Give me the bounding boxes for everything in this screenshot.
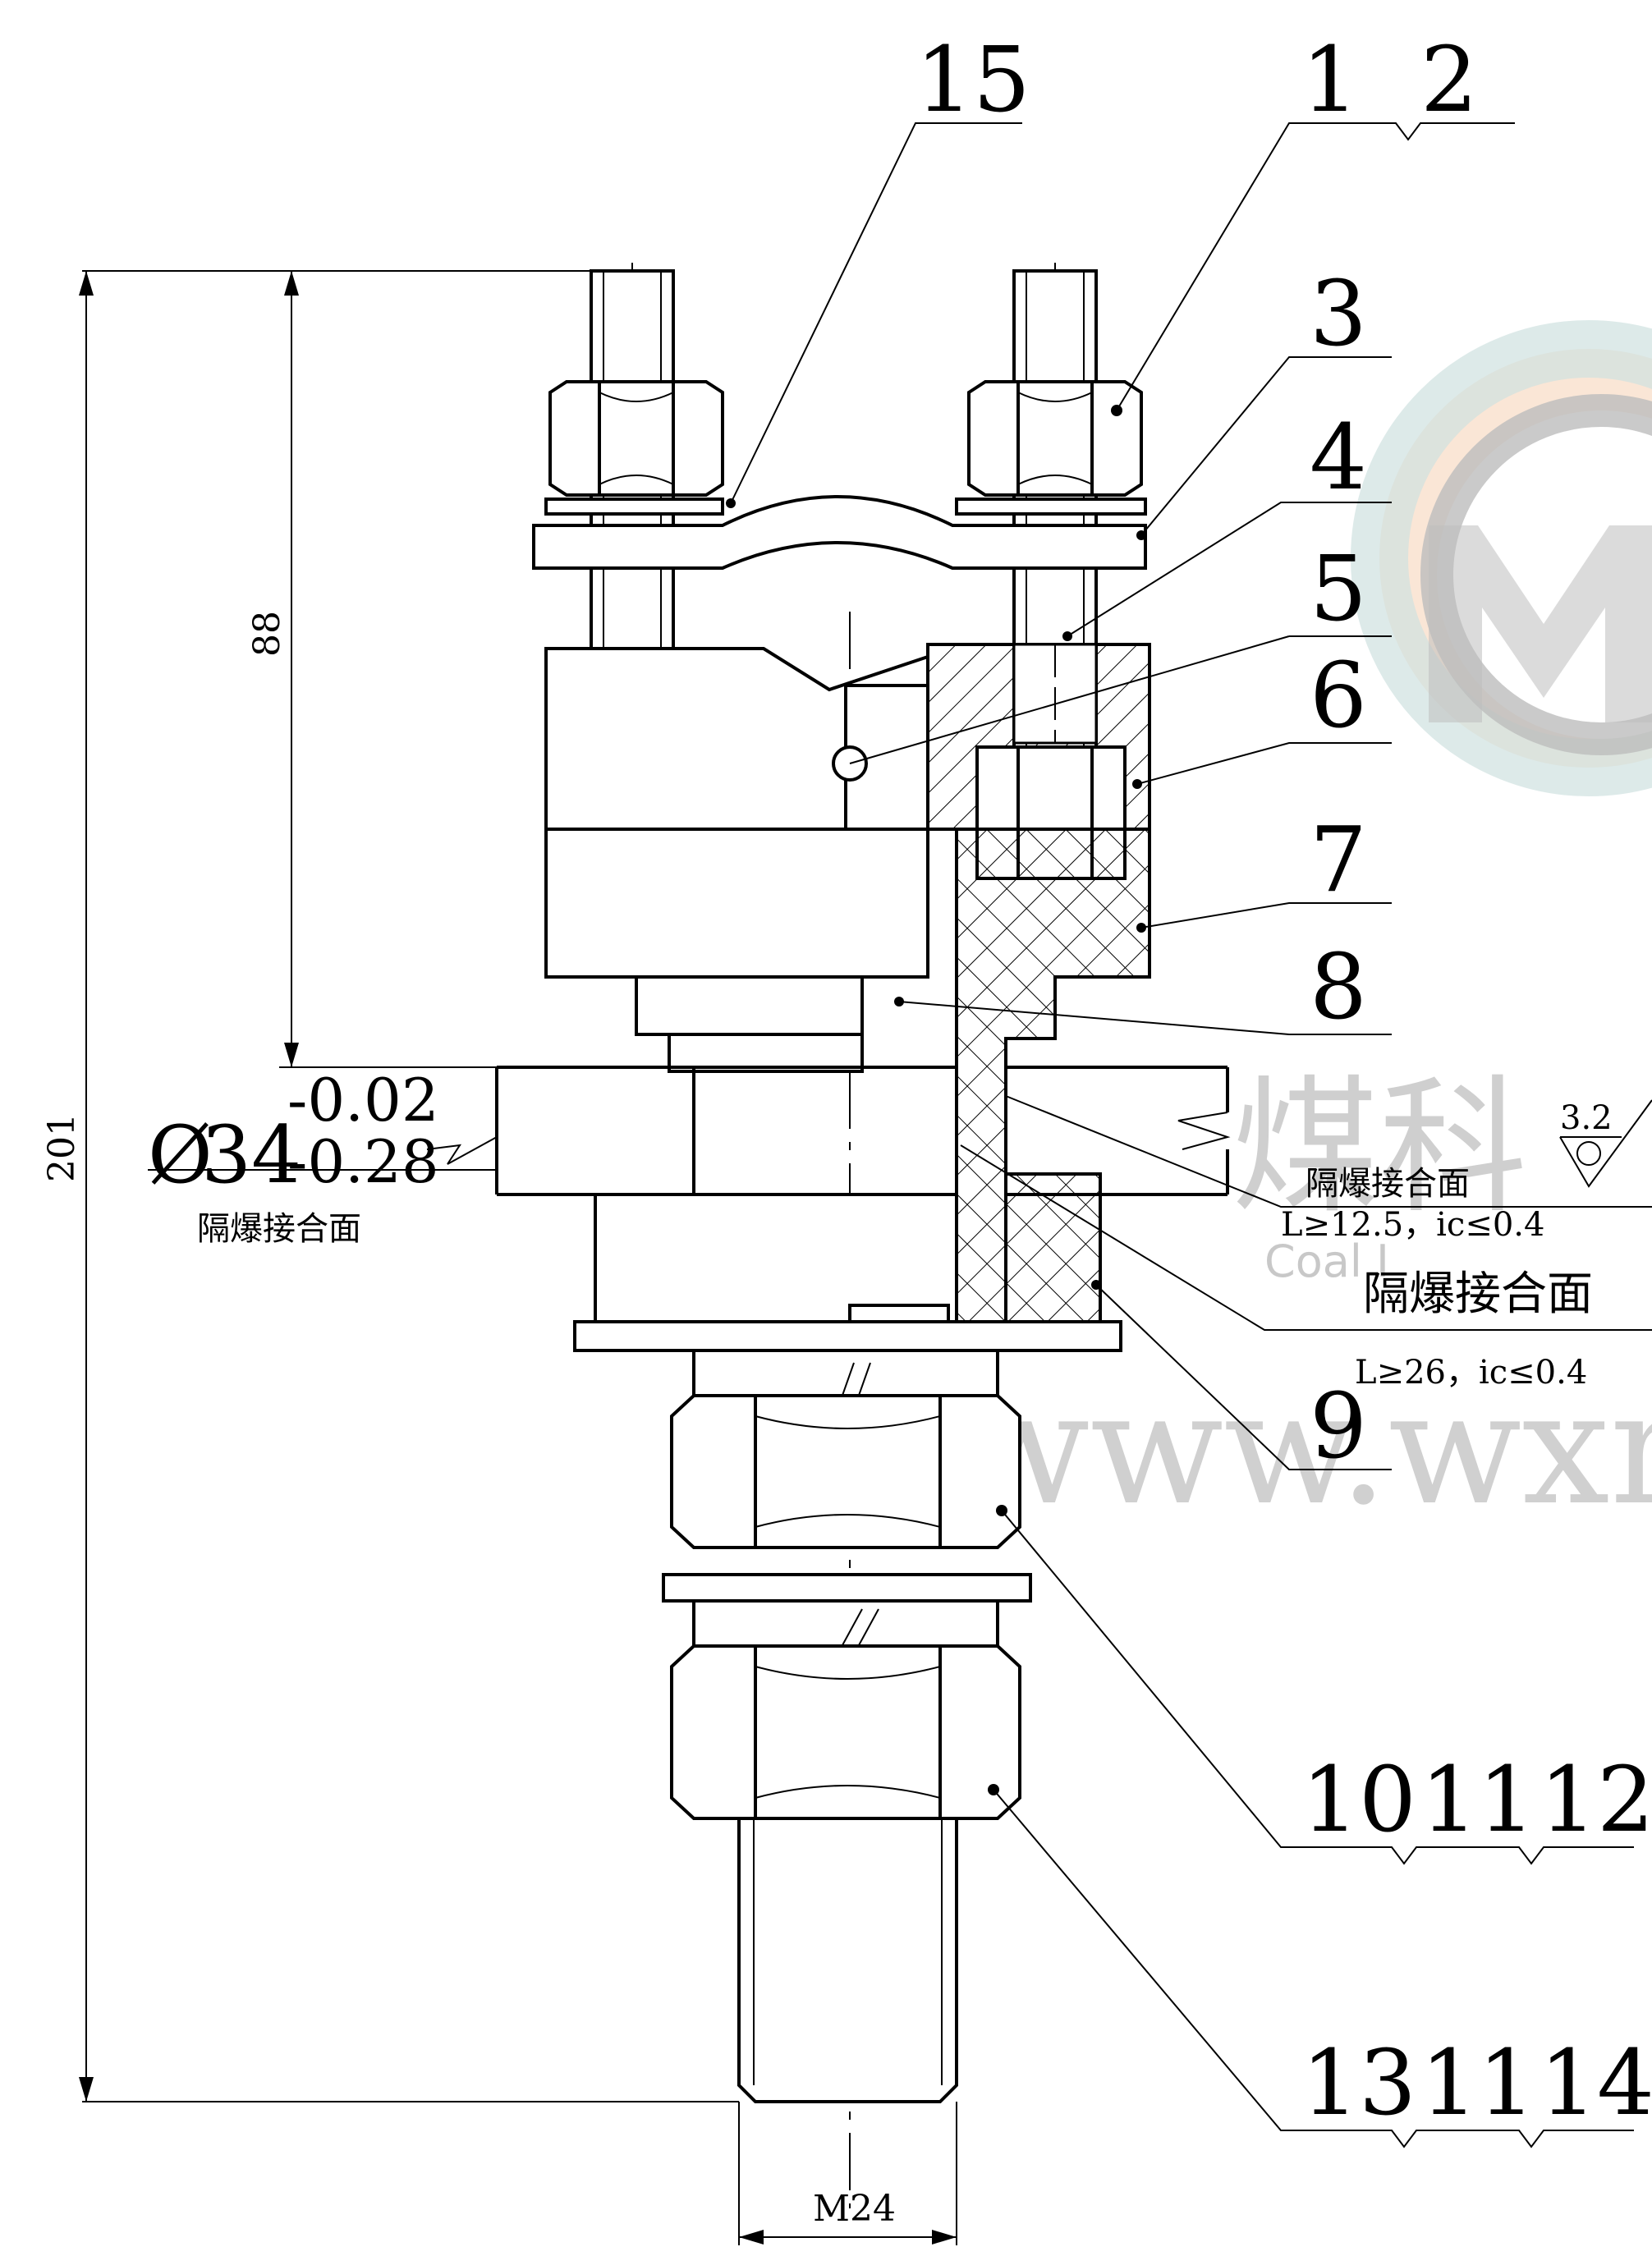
threaded-end — [737, 1817, 958, 2103]
watermark-logo — [1351, 320, 1652, 796]
balloon-12: 12 — [1540, 1747, 1652, 1852]
balloon-7: 7 — [1310, 807, 1367, 912]
left-washer — [544, 498, 724, 516]
dim-upper-height: 88 — [246, 611, 288, 657]
balloon-13: 13 — [1301, 2030, 1416, 2135]
watermark-cn-text: 煤科 — [1232, 1062, 1527, 1234]
balloon-4: 4 — [1310, 405, 1367, 510]
connecting-strip — [532, 495, 1147, 570]
leader-lines — [730, 122, 1652, 2148]
note-flameproof-1: 隔爆接合面 — [1306, 1165, 1470, 1203]
balloon-5: 5 — [1310, 536, 1367, 641]
dim-diameter-symbol: Ø — [148, 1109, 213, 1201]
balloon-10: 10 — [1301, 1747, 1416, 1852]
watermark-en-text: Coal I — [1264, 1236, 1389, 1287]
balloon-1: 1 — [1301, 27, 1359, 132]
lower-washer — [662, 1573, 1032, 1603]
dim-tol-lower: -0.28 — [287, 1127, 439, 1196]
balloon-8: 8 — [1310, 934, 1367, 1039]
terminal-body — [544, 647, 929, 1073]
dim-overall-height: 201 — [41, 1113, 83, 1182]
note-spec-1: L≥12.5，ic≤0.4 — [1281, 1206, 1544, 1244]
balloon-11-b: 11 — [1420, 2030, 1535, 2135]
insulation-lower — [1004, 1172, 1102, 1323]
balloon-9: 9 — [1310, 1373, 1367, 1479]
watermark-url-text: www.wxm — [957, 1358, 1652, 1539]
dim-thread: M24 — [813, 2188, 896, 2230]
dim-tol-upper: -0.02 — [287, 1066, 439, 1135]
dim-diameter-value: 34 — [201, 1109, 301, 1201]
dimension-diameter: Ø 34 -0.02 -0.28 — [148, 1066, 498, 1201]
balloon-2: 2 — [1420, 27, 1478, 132]
balloon-6: 6 — [1310, 643, 1367, 748]
dimension-overall: 201 — [41, 270, 739, 2102]
dimension-thread: M24 — [738, 2102, 957, 2245]
left-upper-nut — [548, 380, 724, 497]
lower-nut-1 — [670, 1394, 1021, 1549]
note-spec-2: L≥26，ic≤0.4 — [1355, 1354, 1587, 1392]
lower-nut-2 — [670, 1644, 1021, 1820]
note-flameproof-left: 隔爆接合面 — [197, 1210, 361, 1248]
note-flameproof-2: 隔爆接合面 — [1363, 1268, 1593, 1321]
right-upper-nut — [967, 380, 1143, 497]
roughness-value: 3.2 — [1560, 1099, 1613, 1137]
box-wall — [495, 1066, 1231, 1196]
balloon-3: 3 — [1310, 261, 1367, 366]
roughness-symbol: 3.2 — [1559, 1099, 1652, 1188]
balloon-14: 14 — [1540, 2030, 1652, 2135]
dimension-upper: 88 — [246, 271, 497, 1068]
balloon-15: 15 — [915, 27, 1030, 132]
balloon-11-a: 11 — [1420, 1747, 1535, 1852]
right-washer — [955, 498, 1147, 516]
